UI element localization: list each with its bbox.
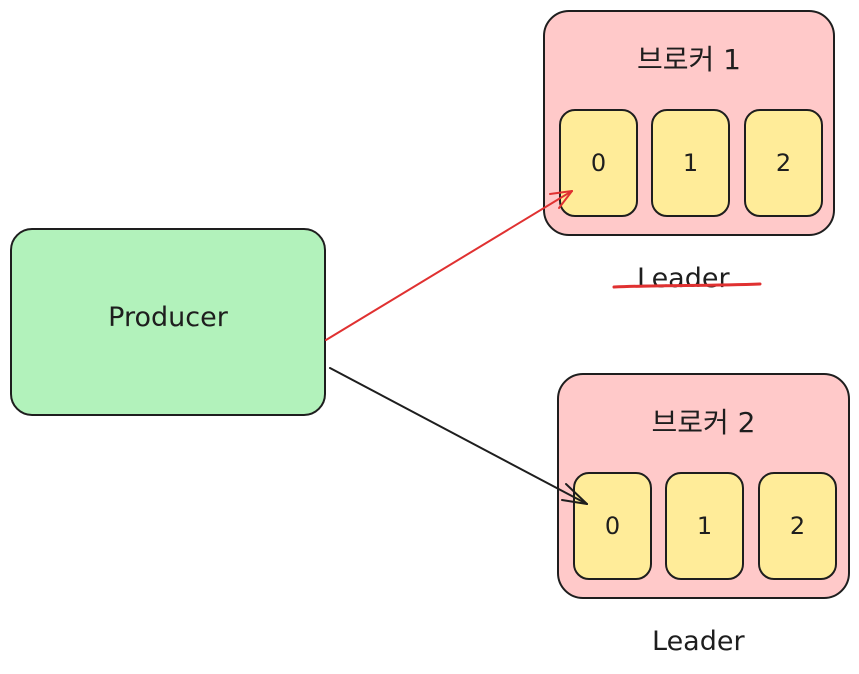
broker-1-partition-0: 0 (559, 109, 638, 217)
new-leader-label: Leader (652, 626, 745, 657)
broker-2-partition-0: 0 (573, 472, 652, 580)
broker-1-partition-2: 2 (744, 109, 823, 217)
broker-1-title: 브로커 1 (637, 43, 741, 76)
new-leader-arrow (329, 367, 588, 505)
broker-2-box: 브로커 2 0 1 2 (557, 373, 850, 599)
broker-2-partition-1: 1 (665, 472, 744, 580)
old-leader-arrow (325, 190, 573, 341)
producer-box: Producer (10, 228, 326, 416)
producer-label: Producer (108, 302, 228, 333)
broker-1-box: 브로커 1 0 1 2 (543, 10, 835, 236)
broker-1-partition-1: 1 (651, 109, 730, 217)
broker-2-partition-2: 2 (758, 472, 837, 580)
broker-2-title: 브로커 2 (651, 406, 756, 439)
old-leader-label: Leader (637, 263, 730, 294)
old-leader-strikethrough (612, 282, 762, 289)
